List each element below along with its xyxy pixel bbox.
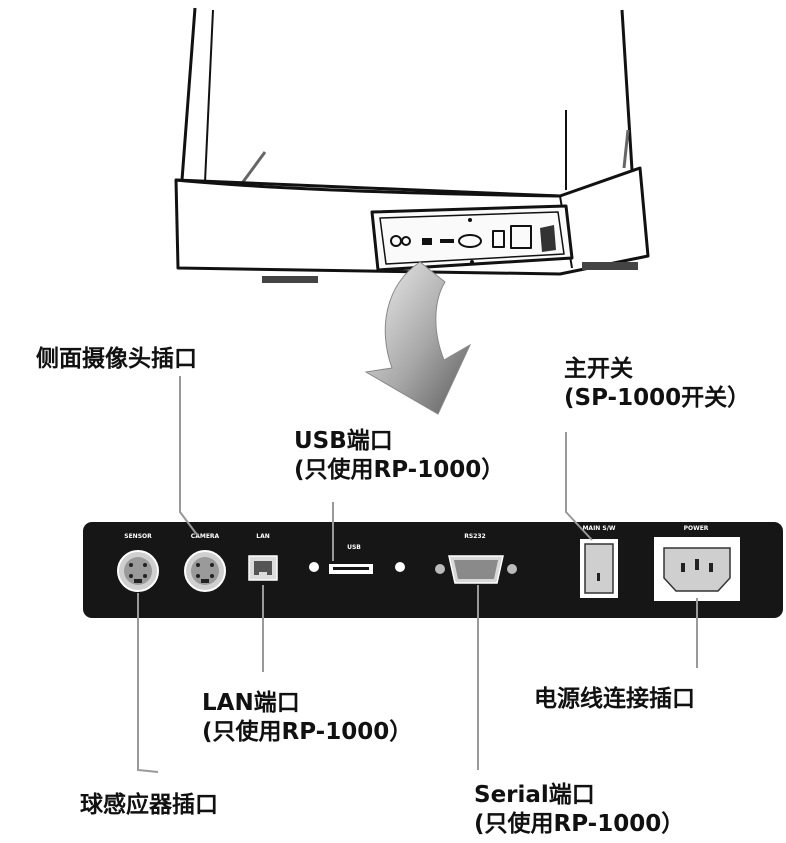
- callout-main-switch-title: 主开关: [564, 356, 633, 382]
- rs232-screw-right: [507, 564, 517, 574]
- callout-main-switch: 主开关 (SP-1000开关）: [564, 355, 750, 413]
- sensor-pin: [143, 563, 147, 567]
- rs232-screw-left: [435, 564, 445, 574]
- callout-serial-title: Serial端口: [474, 782, 595, 808]
- callout-lan-title: LAN端口: [202, 690, 300, 716]
- usb-port-slot: [333, 567, 369, 570]
- power-pin-ground: [695, 559, 699, 570]
- callout-lan-port: LAN端口 (只使用RP-1000）: [202, 689, 412, 747]
- device-leg-right: [622, 129, 630, 169]
- device-screw-bottom: [470, 260, 474, 264]
- device-foot-right: [582, 262, 638, 270]
- panel-label-lan: LAN: [256, 533, 270, 540]
- camera-key: [201, 579, 209, 583]
- device-port-power: [510, 225, 532, 249]
- power-pin-right: [709, 563, 713, 572]
- device-port-switch: [492, 230, 505, 248]
- callout-power-inlet-text: 电源线连接插口: [534, 686, 695, 712]
- main-switch-rocker: [584, 543, 614, 594]
- lan-port-clip: [259, 572, 267, 576]
- callout-side-camera-text: 侧面摄像头插口: [36, 346, 197, 372]
- sensor-pin: [129, 574, 133, 578]
- callout-serial-note: (只使用RP-1000）: [474, 811, 685, 837]
- device-foot-left: [262, 276, 318, 283]
- panel-label-sensor: SENSOR: [124, 533, 152, 540]
- device-port-side: [540, 225, 556, 252]
- device-body-right-edge: [620, 9, 634, 171]
- device-body-left-edge: [180, 7, 197, 181]
- main-switch-mark: [597, 573, 600, 581]
- device-port-recess: [370, 204, 574, 272]
- back-panel: SENSOR CAMERA LAN USB RS232: [83, 522, 783, 618]
- camera-pin: [196, 574, 200, 578]
- device-screw-top: [468, 218, 472, 222]
- callout-ball-sensor-port: 球感应器插口: [80, 791, 218, 820]
- panel-label-rs232: RS232: [464, 533, 485, 540]
- device-body-left-inner: [204, 9, 214, 183]
- device-port-lan: [422, 238, 432, 245]
- device-port-serial: [458, 234, 482, 248]
- callout-side-camera-port: 侧面摄像头插口: [36, 345, 197, 374]
- callout-lan-note: (只使用RP-1000）: [202, 719, 413, 745]
- leader-ball-sensor: [137, 593, 159, 773]
- device-leg-left: [238, 151, 267, 187]
- callout-power-inlet: 电源线连接插口: [534, 685, 695, 714]
- sensor-pin: [129, 563, 133, 567]
- camera-pin: [196, 563, 200, 567]
- rs232-port-inner: [454, 560, 498, 579]
- callout-usb-port: USB端口 (只使用RP-1000）: [294, 427, 504, 485]
- sensor-pin: [143, 574, 147, 578]
- callout-usb-title: USB端口: [294, 428, 393, 454]
- camera-pin: [210, 563, 214, 567]
- callout-serial-port: Serial端口 (只使用RP-1000）: [474, 781, 684, 839]
- device-base-top-edge: [175, 178, 561, 198]
- usb-led-right: [395, 562, 405, 572]
- panel-label-power: POWER: [684, 525, 709, 532]
- power-pin-left: [681, 563, 685, 572]
- device-illustration: [174, 7, 650, 283]
- zoom-arrow: [364, 261, 472, 415]
- panel-label-usb: USB: [347, 544, 361, 551]
- device-port-dot-2: [401, 236, 411, 246]
- panel-label-camera: CAMERA: [191, 533, 220, 540]
- leader-main-switch: [565, 432, 593, 541]
- callout-usb-note: (只使用RP-1000）: [294, 457, 505, 483]
- usb-led-left: [309, 562, 319, 572]
- leader-lines: [137, 376, 698, 773]
- leader-side-camera: [179, 376, 199, 537]
- lan-port-socket: [254, 561, 272, 575]
- panel-label-main-switch: MAIN S/W: [582, 525, 615, 532]
- camera-pin: [210, 574, 214, 578]
- sensor-key: [134, 579, 142, 583]
- callout-ball-sensor-text: 球感应器插口: [80, 792, 218, 818]
- device-port-recess-inner: [379, 211, 565, 265]
- device-port-usb: [440, 239, 454, 243]
- callout-main-switch-note: (SP-1000开关）: [564, 385, 751, 411]
